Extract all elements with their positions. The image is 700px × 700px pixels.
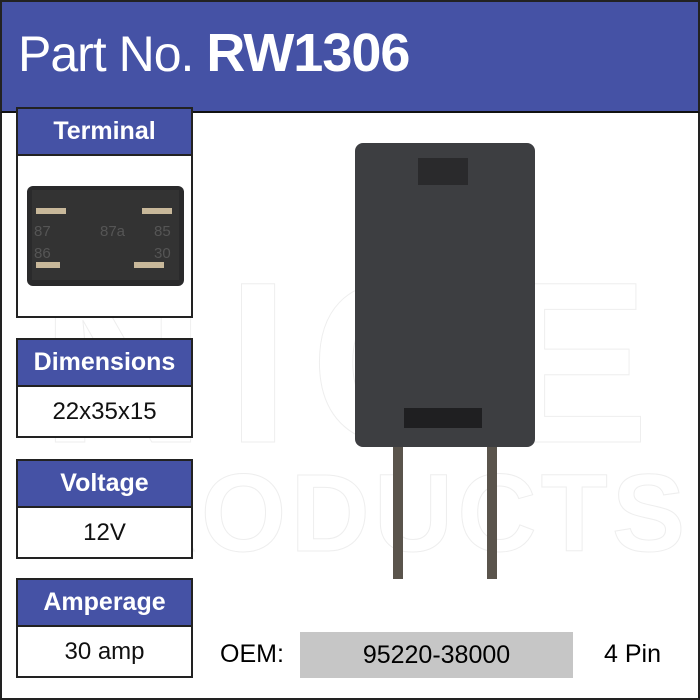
oem-number: 95220-38000 bbox=[300, 632, 573, 678]
amperage-label: Amperage bbox=[18, 580, 191, 627]
terminal-box: Terminal 87 87a 85 86 30 bbox=[16, 107, 193, 318]
pin-count: 4 Pin bbox=[604, 640, 661, 668]
amperage-box: Amperage 30 amp bbox=[16, 578, 193, 678]
pin-87: 87 bbox=[34, 223, 51, 240]
pin-85: 85 bbox=[154, 223, 171, 240]
title-prefix: Part No. bbox=[18, 26, 194, 82]
pin-86: 86 bbox=[34, 245, 51, 262]
terminal-diagram-image: 87 87a 85 86 30 bbox=[27, 186, 184, 286]
pin-30: 30 bbox=[154, 245, 171, 262]
voltage-value: 12V bbox=[83, 519, 126, 546]
amperage-value: 30 amp bbox=[64, 638, 145, 665]
voltage-box: Voltage 12V bbox=[16, 459, 193, 559]
oem-label: OEM: bbox=[220, 640, 284, 668]
page-title: Part No. RW1306 bbox=[18, 22, 410, 84]
terminal-label: Terminal bbox=[18, 109, 191, 156]
voltage-label: Voltage bbox=[18, 461, 191, 508]
part-number: RW1306 bbox=[206, 23, 410, 83]
pin-87a: 87a bbox=[100, 223, 126, 240]
dimensions-value: 22x35x15 bbox=[52, 398, 157, 425]
relay-product-image bbox=[355, 143, 535, 579]
header-banner: Part No. RW1306 bbox=[0, 0, 700, 113]
dimensions-label: Dimensions bbox=[18, 340, 191, 387]
dimensions-box: Dimensions 22x35x15 bbox=[16, 338, 193, 438]
